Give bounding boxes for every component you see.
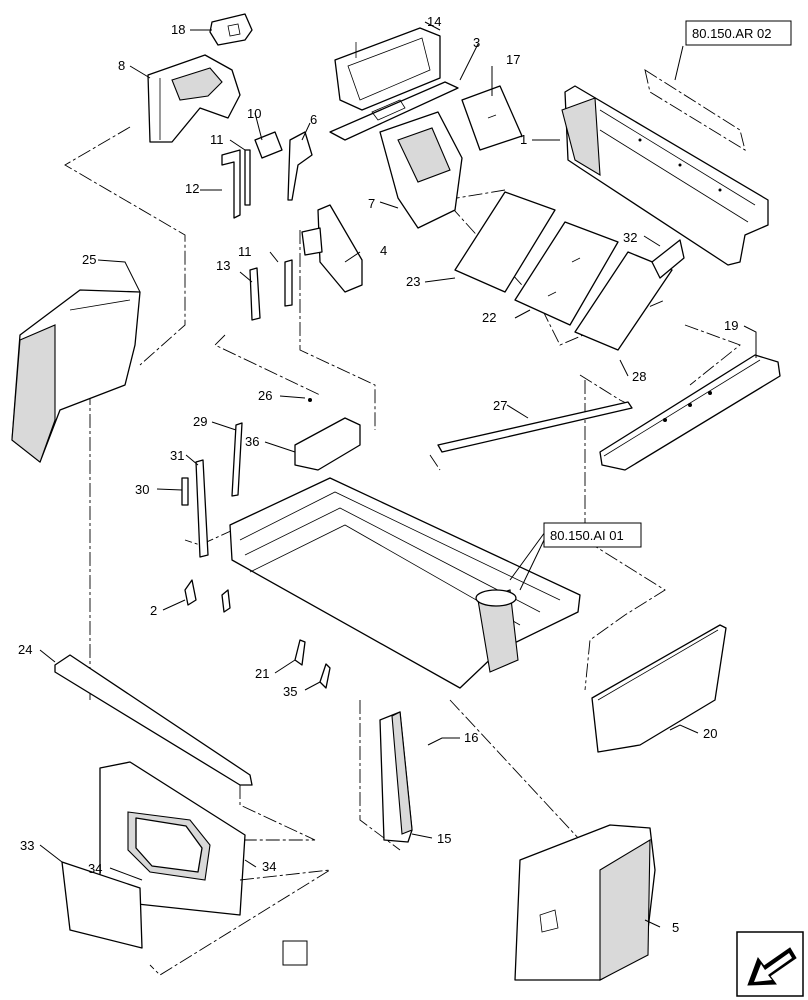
callout-34b: 34 bbox=[262, 859, 276, 874]
part-25-side-shield bbox=[11, 289, 141, 463]
callout-27: 27 bbox=[493, 398, 507, 413]
part-27-rod bbox=[437, 401, 633, 453]
part-8-bracket bbox=[147, 54, 241, 143]
callout-12: 12 bbox=[185, 181, 199, 196]
part-5-fender-shield bbox=[514, 824, 656, 981]
part-33-glass bbox=[61, 861, 143, 949]
callout-20: 20 bbox=[703, 726, 717, 741]
callout-10: 10 bbox=[247, 106, 261, 121]
callout-11b: 11 bbox=[238, 244, 252, 259]
callout-21: 21 bbox=[255, 666, 269, 681]
part-17-pad bbox=[461, 85, 523, 151]
callout-30: 30 bbox=[135, 482, 149, 497]
parts-13-11-brackets bbox=[249, 259, 293, 321]
callout-32: 32 bbox=[623, 230, 637, 245]
reference-box-ar02[interactable]: 80.150.AR 02 bbox=[685, 20, 792, 46]
callout-28: 28 bbox=[632, 369, 646, 384]
part-36-bracket bbox=[294, 398, 361, 471]
reference-box-ai01[interactable]: 80.150.AI 01 bbox=[543, 522, 642, 548]
callout-14: 14 bbox=[427, 14, 441, 29]
part-3-strip bbox=[329, 81, 459, 141]
callout-35: 35 bbox=[283, 684, 297, 699]
part-14-panel bbox=[334, 27, 441, 111]
callout-23: 23 bbox=[406, 274, 420, 289]
callout-19: 19 bbox=[724, 318, 738, 333]
callout-25: 25 bbox=[82, 252, 96, 267]
reference-ar02-label: 80.150.AR 02 bbox=[692, 26, 772, 41]
callout-29: 29 bbox=[193, 414, 207, 429]
callout-31: 31 bbox=[170, 448, 184, 463]
callout-labels: 1 2 3 4 5 6 7 8 9 10 11 11 12 13 14 15 1… bbox=[18, 14, 738, 960]
part-19-cross-beam bbox=[599, 354, 781, 471]
part-15-upright bbox=[379, 711, 413, 843]
callout-7: 7 bbox=[368, 196, 375, 211]
reference-box-9[interactable] bbox=[282, 940, 308, 966]
callout-11a: 11 bbox=[210, 132, 224, 147]
phantom-assembly-ar02 bbox=[644, 69, 746, 151]
callout-26: 26 bbox=[258, 388, 272, 403]
callout-34a: 34 bbox=[88, 861, 102, 876]
reference-ai01-label: 80.150.AI 01 bbox=[550, 528, 624, 543]
callout-16: 16 bbox=[464, 730, 478, 745]
callout-15: 15 bbox=[437, 831, 451, 846]
part-7-panel bbox=[379, 111, 463, 229]
part-24-strip bbox=[54, 654, 253, 786]
part-4-bracket bbox=[301, 204, 363, 293]
callout-36: 36 bbox=[245, 434, 259, 449]
part-9-door-panel bbox=[99, 761, 331, 976]
part-18-pad bbox=[209, 13, 253, 46]
callout-1: 1 bbox=[520, 132, 527, 147]
floor-panels-22-23-28-32 bbox=[454, 191, 685, 351]
callout-5: 5 bbox=[672, 920, 679, 935]
small-clips bbox=[184, 579, 331, 689]
leader-lines bbox=[39, 21, 757, 928]
callout-8: 8 bbox=[118, 58, 125, 73]
callout-4: 4 bbox=[380, 243, 387, 258]
parts-29-30-31-rods bbox=[181, 422, 243, 558]
callout-3: 3 bbox=[473, 35, 480, 50]
callout-2: 2 bbox=[150, 603, 157, 618]
part-20-side-panel bbox=[591, 624, 727, 753]
parts-10-11-12-6-brackets bbox=[221, 131, 313, 219]
callout-18: 18 bbox=[171, 22, 185, 37]
down-left-arrow-icon[interactable] bbox=[736, 931, 804, 997]
callout-6: 6 bbox=[310, 112, 317, 127]
part-1-frame-beam bbox=[561, 85, 769, 266]
callout-17: 17 bbox=[506, 52, 520, 67]
callout-13: 13 bbox=[216, 258, 230, 273]
callout-33: 33 bbox=[20, 838, 34, 853]
callout-24: 24 bbox=[18, 642, 32, 657]
callout-22: 22 bbox=[482, 310, 496, 325]
main-header-frame bbox=[229, 477, 581, 689]
